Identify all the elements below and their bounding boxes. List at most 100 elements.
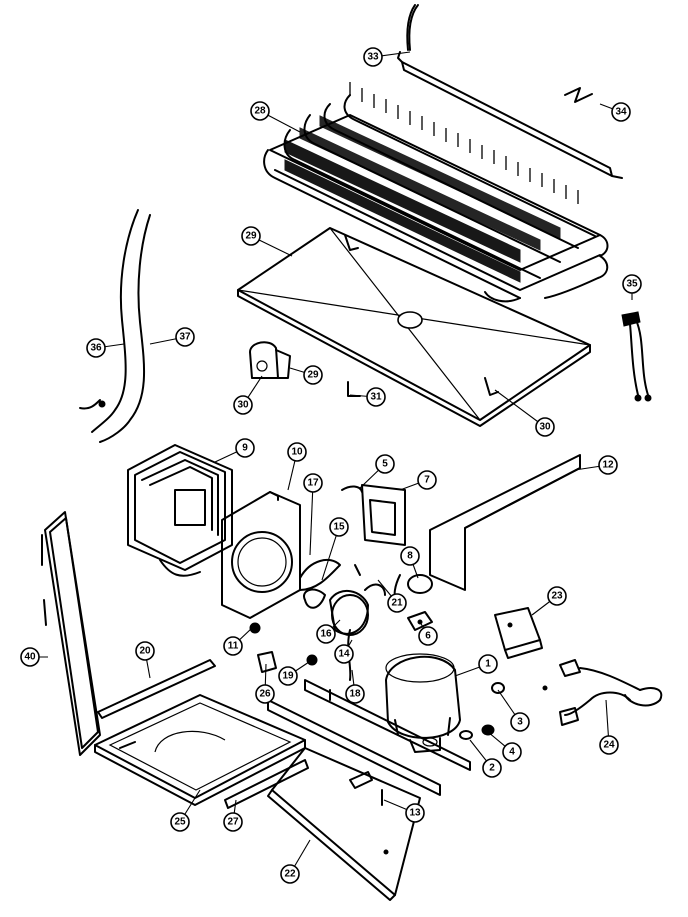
callout-number: 36 bbox=[90, 343, 102, 354]
callout-number: 28 bbox=[254, 106, 266, 117]
callout-number: 2 bbox=[489, 763, 495, 774]
callout-29: 29 bbox=[241, 226, 293, 257]
callout-circle bbox=[535, 417, 555, 437]
callout-number: 15 bbox=[333, 522, 345, 533]
callout-circle bbox=[482, 758, 502, 778]
callout-number: 9 bbox=[242, 443, 248, 454]
callout-number: 22 bbox=[284, 869, 296, 880]
callout-circle bbox=[280, 864, 300, 884]
rail-part-27 bbox=[224, 759, 309, 809]
callout-12: 12 bbox=[574, 455, 618, 475]
compressor-part-1 bbox=[385, 653, 461, 753]
callout-circle bbox=[387, 593, 407, 613]
callout-number: 5 bbox=[382, 459, 388, 470]
callout-circle bbox=[278, 666, 298, 686]
callout-circle bbox=[418, 626, 438, 646]
callout-circle bbox=[303, 365, 323, 385]
callout-circle bbox=[250, 101, 270, 121]
callout-number: 1 bbox=[485, 659, 491, 670]
drain-tube-part-36-37 bbox=[79, 209, 151, 443]
callout-number: 6 bbox=[425, 631, 431, 642]
callout-circle bbox=[611, 102, 631, 122]
callout-number: 13 bbox=[409, 808, 421, 819]
relay-part-23 bbox=[494, 607, 543, 659]
callout-number: 14 bbox=[338, 649, 350, 660]
bracket-part-30 bbox=[249, 341, 291, 379]
callout-circle bbox=[547, 586, 567, 606]
relay-bracket-part-5-7 bbox=[341, 484, 406, 546]
callout-19: 19 bbox=[278, 659, 313, 686]
callout-number: 20 bbox=[139, 646, 151, 657]
callout-number: 21 bbox=[391, 598, 403, 609]
callout-number: 30 bbox=[237, 400, 249, 411]
drain-pan-part-29 bbox=[237, 227, 591, 427]
side-panel-part-40 bbox=[41, 511, 101, 756]
callout-number: 16 bbox=[320, 629, 332, 640]
base-rail-part-12 bbox=[429, 454, 581, 591]
callout-number: 23 bbox=[551, 591, 563, 602]
callout-circle bbox=[400, 546, 420, 566]
callout-circle bbox=[175, 327, 195, 347]
callout-number: 25 bbox=[174, 817, 186, 828]
callout-1: 1 bbox=[454, 654, 498, 677]
callout-5: 5 bbox=[359, 454, 395, 489]
connector-part-35 bbox=[621, 311, 652, 402]
callout-17: 17 bbox=[303, 473, 323, 556]
callout-number: 34 bbox=[615, 107, 627, 118]
callout-33: 33 bbox=[363, 47, 411, 67]
callout-number: 30 bbox=[539, 422, 551, 433]
callout-number: 29 bbox=[307, 370, 319, 381]
callout-20: 20 bbox=[135, 641, 155, 679]
grommet-part-2-3-4 bbox=[459, 682, 505, 740]
callout-30b: 30 bbox=[494, 389, 555, 437]
callout-circle bbox=[287, 442, 307, 462]
callout-37: 37 bbox=[149, 327, 195, 347]
callout-leader bbox=[309, 482, 314, 556]
callout-36: 36 bbox=[86, 338, 125, 358]
callout-15: 15 bbox=[321, 517, 349, 581]
callout-number: 40 bbox=[24, 652, 36, 663]
fan-shroud-part-10 bbox=[221, 491, 301, 619]
callout-number: 10 bbox=[291, 447, 303, 458]
callout-14: 14 bbox=[334, 639, 354, 664]
front-panel-part-22 bbox=[267, 747, 421, 901]
callout-13: 13 bbox=[383, 799, 425, 823]
frame-rails bbox=[267, 679, 471, 796]
callout-number: 35 bbox=[626, 279, 638, 290]
power-cord-part-24 bbox=[542, 659, 663, 726]
callout-circle bbox=[622, 274, 642, 294]
callout-31: 31 bbox=[349, 387, 386, 407]
callout-circle bbox=[329, 517, 349, 537]
clip-part-31 bbox=[347, 381, 361, 397]
callout-circle bbox=[255, 684, 275, 704]
callout-16: 16 bbox=[316, 619, 341, 644]
callout-number: 11 bbox=[228, 641, 239, 652]
callout-29b: 29 bbox=[289, 365, 323, 385]
base-pan-part-25 bbox=[94, 694, 306, 806]
callout-10: 10 bbox=[287, 442, 307, 491]
callout-circle bbox=[316, 624, 336, 644]
callout-circle bbox=[375, 454, 395, 474]
callout-number: 27 bbox=[227, 817, 239, 828]
callout-35: 35 bbox=[622, 274, 642, 300]
capacitor-part-26 bbox=[257, 651, 277, 673]
coil-part-9 bbox=[127, 444, 233, 577]
callout-30a: 30 bbox=[233, 375, 263, 415]
callout-7: 7 bbox=[399, 470, 437, 491]
callout-number: 37 bbox=[179, 332, 191, 343]
callout-18: 18 bbox=[345, 669, 365, 704]
callout-circle bbox=[233, 395, 253, 415]
fan-motor-part-14-15-16-17 bbox=[299, 558, 386, 636]
callout-25: 25 bbox=[170, 789, 201, 832]
callout-circle bbox=[502, 742, 522, 762]
callout-11: 11 bbox=[223, 627, 253, 656]
callout-number: 33 bbox=[367, 52, 379, 63]
condenser-rail-part-33-34 bbox=[397, 4, 623, 179]
callout-number: 31 bbox=[370, 392, 382, 403]
callout-number: 19 bbox=[282, 671, 294, 682]
callout-24: 24 bbox=[599, 699, 619, 755]
callout-circle bbox=[334, 644, 354, 664]
callout-circle bbox=[510, 712, 530, 732]
callout-26: 26 bbox=[255, 663, 275, 704]
